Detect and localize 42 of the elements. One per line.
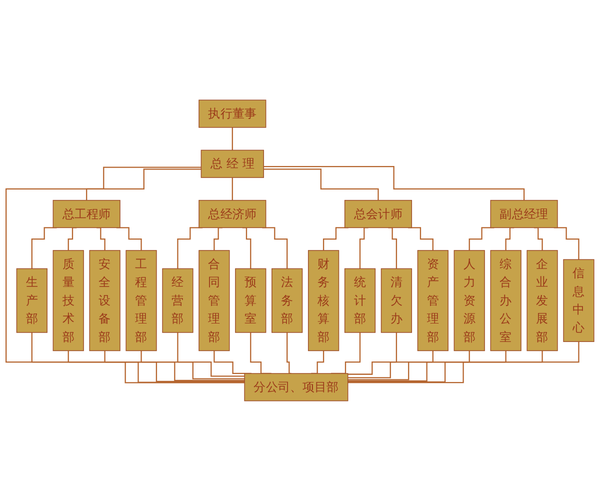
connector	[348, 340, 580, 383]
connector	[68, 350, 245, 382]
connector	[177, 331, 245, 376]
node-box	[244, 372, 348, 401]
node-box	[526, 250, 558, 351]
node-box	[344, 268, 376, 332]
connector	[348, 350, 434, 378]
node-box	[52, 200, 120, 228]
node-box	[89, 250, 120, 351]
connector	[140, 350, 245, 379]
node-box	[272, 268, 303, 332]
connector	[86, 168, 202, 200]
node-box	[417, 250, 448, 351]
org-chart: 执行董事 总 经 理 总工程师 总经济师 总会计师 副总经理 生产部 质量技术部 安全设备部 工程管理部 经营部 合同管理部 预算室 法务部 财务核算部 统计部 清欠办 资产管理部 人力资源部 综合办公室 企业发展部 信息中心 分公司、项目部	[0, 94, 600, 406]
node-box	[126, 250, 157, 351]
node-box	[198, 200, 266, 228]
node-box	[235, 268, 266, 332]
node-box	[344, 200, 412, 228]
connector	[348, 350, 470, 380]
node-box	[490, 200, 558, 228]
connector	[264, 166, 525, 200]
connector	[348, 331, 398, 374]
node-box	[380, 268, 412, 332]
node-box	[454, 250, 485, 351]
connector	[31, 331, 245, 382]
connector	[348, 350, 543, 382]
connector	[6, 166, 245, 383]
node-box	[490, 250, 522, 351]
connector	[264, 168, 379, 200]
node-box	[308, 250, 340, 351]
node-box	[162, 268, 194, 332]
node-box	[563, 258, 594, 342]
connector	[232, 126, 233, 150]
node-box	[200, 149, 264, 178]
node-box	[198, 250, 230, 351]
node-box	[198, 99, 266, 128]
connector	[104, 350, 245, 381]
node-box	[52, 250, 84, 351]
connector	[232, 176, 233, 200]
connector	[348, 350, 506, 382]
node-box	[16, 268, 48, 332]
connector	[286, 331, 292, 374]
